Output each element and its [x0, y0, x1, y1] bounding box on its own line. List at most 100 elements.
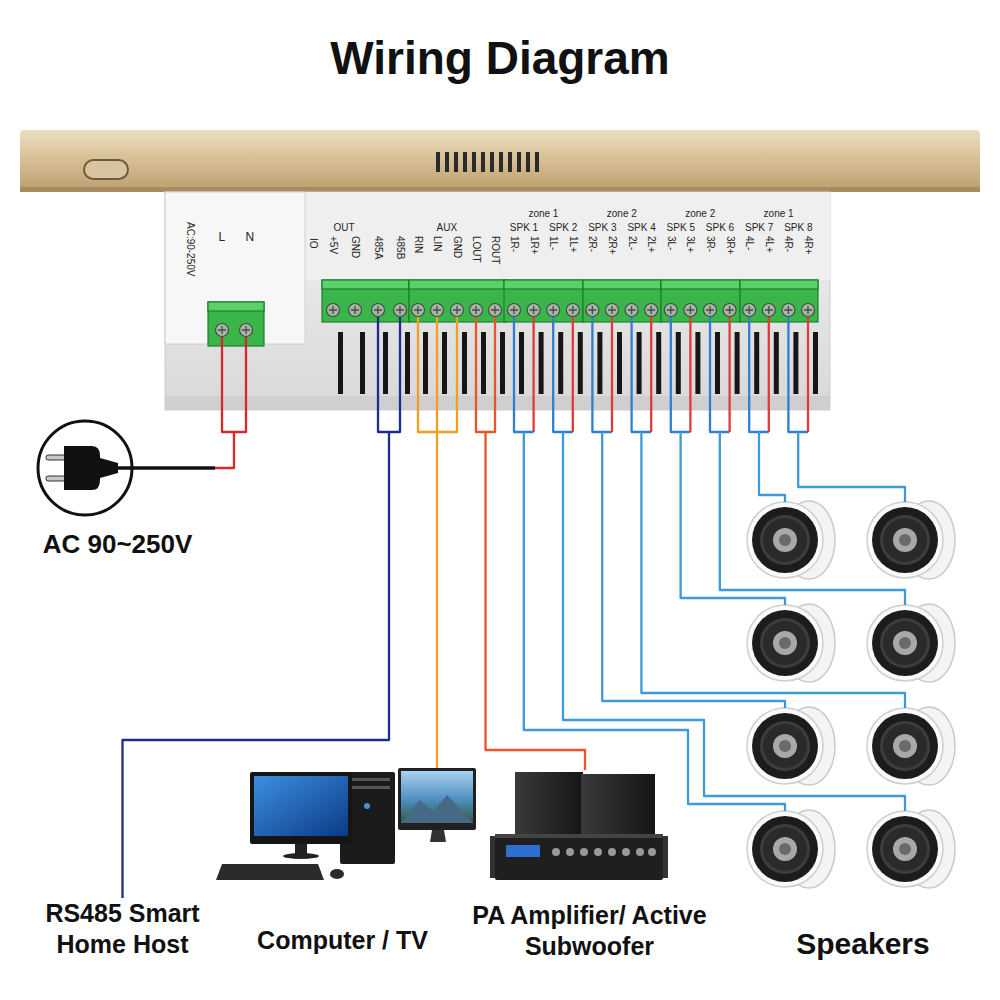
- terminal-label: zone 1: [528, 208, 558, 220]
- vent-slots: [517, 152, 521, 172]
- wire-slots: [558, 332, 563, 394]
- panel-top-bar: [84, 160, 128, 179]
- terminal-label: 3R-: [704, 236, 716, 252]
- terminal-label: LIN: [431, 236, 443, 252]
- wire-slots: [617, 332, 622, 394]
- device-caption: AC 90~250V: [20, 528, 215, 561]
- terminal-screws: [586, 304, 599, 317]
- wire-slots: [519, 332, 524, 394]
- terminal-label: SPK 4: [627, 222, 655, 234]
- terminal-screws: [327, 304, 340, 317]
- terminal-label: zone 2: [607, 208, 637, 220]
- computer-tv: [364, 803, 370, 809]
- power-plug: [100, 458, 118, 478]
- speaker-set: [867, 501, 955, 579]
- terminal-label: GND: [451, 236, 463, 258]
- pa-amplifier: [495, 834, 663, 838]
- terminal-label: AUX: [437, 222, 458, 234]
- device-caption: Speakers: [738, 925, 988, 963]
- terminal-block: [322, 280, 409, 322]
- wire-connector: [123, 432, 390, 898]
- pa-amplifier: [515, 772, 583, 834]
- device-node: PA Amplifier/ Active Subwoofer: [472, 770, 707, 963]
- wire-slots: [597, 332, 602, 394]
- terminal-block: [322, 280, 409, 289]
- terminal-block: [661, 280, 740, 322]
- terminal-label: 4L-: [743, 236, 755, 250]
- terminal-label: 1R+: [528, 236, 540, 255]
- terminal-label: 2R+: [606, 236, 618, 255]
- vent-slots: [454, 152, 458, 172]
- pa-amplifier: [552, 848, 560, 856]
- terminal-label: 4R+: [802, 236, 814, 255]
- terminal-screws: [216, 324, 229, 337]
- terminal-screws: [394, 304, 407, 317]
- terminal-label: AC:90-250V: [184, 222, 196, 276]
- terminal-screws: [372, 304, 385, 317]
- wire-slots: [774, 332, 779, 394]
- terminal-wires: [378, 317, 400, 432]
- speaker-set: [747, 604, 835, 682]
- speaker-set: [867, 707, 955, 785]
- terminal-label: GND: [349, 236, 361, 258]
- terminal-screws: [704, 304, 717, 317]
- terminal-label: SPK 1: [510, 222, 538, 234]
- terminal-label: +5V: [327, 236, 339, 254]
- terminal-wires: [418, 317, 457, 432]
- terminal-label: SPK 5: [667, 222, 695, 234]
- wire-slots: [500, 332, 505, 394]
- terminal-screws: [412, 304, 425, 317]
- pa-amplifier: [580, 848, 588, 856]
- wire-slots: [423, 332, 428, 394]
- controller-panel: LNAC:90-250VIOOUT+5VGND485A485BAUXRINLIN…: [165, 192, 830, 432]
- wire-slots: [793, 332, 798, 394]
- wire-slots: [405, 332, 410, 394]
- computer-tv: [216, 768, 476, 880]
- speaker-set: [747, 501, 955, 888]
- terminal-label: 485B: [394, 236, 406, 259]
- terminal-screws: [547, 304, 560, 317]
- terminal-label: 3R+: [724, 236, 736, 255]
- wire-slots: [735, 332, 740, 394]
- wire-slots: [360, 332, 365, 394]
- power-plug: [38, 421, 132, 515]
- terminal-label: 4R-: [782, 236, 794, 252]
- panel-top-bar: [20, 130, 980, 192]
- wire-connector: [436, 432, 438, 768]
- pa-amplifier: [608, 848, 616, 856]
- terminal-block: [504, 280, 583, 289]
- pa-amplifier: [622, 848, 630, 856]
- pa-amplifier: [648, 848, 656, 856]
- speaker-set: [867, 810, 955, 888]
- wire-slots: [637, 332, 642, 394]
- terminal-label: 2R-: [586, 236, 598, 252]
- wire-slots: [462, 332, 467, 394]
- computer-tv: [401, 795, 473, 823]
- terminal-label: 1L+: [567, 236, 579, 253]
- wire-connector: [563, 432, 905, 811]
- terminal-screws: [782, 304, 795, 317]
- terminal-label: SPK 2: [549, 222, 577, 234]
- pa-amplifier: [636, 848, 644, 856]
- wire-slots: [676, 332, 681, 394]
- terminal-label: 4L+: [763, 236, 775, 253]
- computer-tv: [254, 776, 348, 836]
- terminal-block: [740, 280, 818, 289]
- pa-amplifier: [566, 848, 574, 856]
- vent-slots: [508, 152, 512, 172]
- vent-slots: [490, 152, 494, 172]
- terminal-wires: [222, 337, 246, 432]
- pa-amplifier: [490, 772, 668, 880]
- computer-tv: [216, 864, 324, 880]
- pa-amplifier: [506, 845, 540, 857]
- device-node: RS485 Smart Home Host: [30, 898, 215, 961]
- wire-slots: [383, 332, 388, 394]
- terminal-label: ROUT: [489, 236, 501, 264]
- terminal-label: L: [219, 230, 226, 244]
- vent-slots: [472, 152, 476, 172]
- terminal-label: RIN: [412, 236, 424, 253]
- wire-slots: [578, 332, 583, 394]
